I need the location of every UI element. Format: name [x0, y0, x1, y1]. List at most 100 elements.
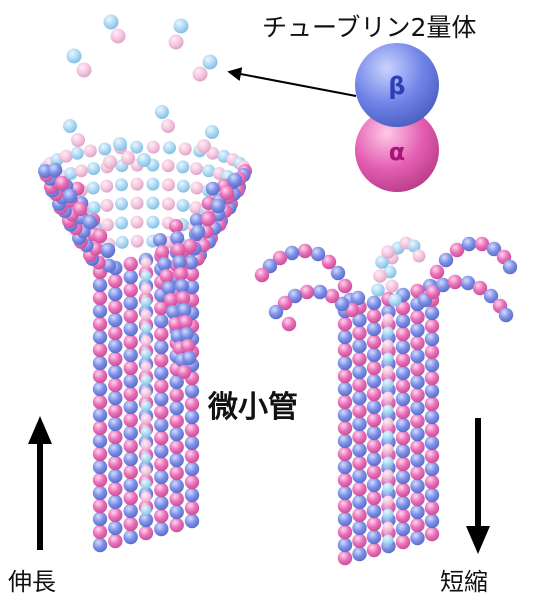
protofilament-subunit [367, 400, 381, 414]
protofilament-subunit [425, 371, 439, 385]
flare-back-subunit [147, 216, 160, 229]
back-wall-subunit [383, 418, 394, 429]
curling-back-subunit [381, 245, 395, 259]
back-wall-subunit [141, 466, 152, 477]
protofilament-subunit [396, 457, 410, 471]
dimer-title: チューブリン2量体 [262, 8, 476, 44]
protofilament-subunit [124, 530, 138, 544]
protofilament-subunit [139, 526, 153, 540]
protofilament-subunit [352, 547, 366, 561]
flare-back-subunit [163, 141, 176, 154]
edge-strand-subunit [228, 173, 243, 188]
protofilament-subunit [124, 400, 138, 414]
front-strand-subunit [153, 233, 167, 247]
protofilament-subunit [410, 349, 424, 363]
protofilament-subunit [338, 343, 352, 357]
free-beta-subunit [104, 15, 119, 30]
incoming-subunit [137, 153, 151, 167]
protofilament-subunit [154, 340, 168, 354]
protofilament-subunit [124, 283, 138, 297]
protofilament-subunit [185, 449, 199, 463]
edge-strand-subunit [101, 243, 116, 258]
protofilament-subunit [93, 356, 107, 370]
back-wall-subunit [383, 405, 394, 416]
protofilament-subunit [154, 470, 168, 484]
free-alpha-subunit [111, 29, 126, 44]
protofilament-subunit [425, 319, 439, 333]
protofilament-subunit [338, 382, 352, 396]
protofilament-subunit [338, 408, 352, 422]
protofilament-subunit [154, 418, 168, 432]
protofilament-subunit [108, 404, 122, 418]
free-alpha-subunit [169, 35, 184, 50]
back-wall-subunit [383, 379, 394, 390]
shrink-label: 短縮 [440, 562, 488, 597]
protofilament-subunit [352, 339, 366, 353]
protofilament-subunit [124, 413, 138, 427]
protofilament-subunit [338, 499, 352, 513]
curling-back-subunit [371, 283, 385, 297]
front-strand-subunit [170, 231, 184, 245]
flare-back-subunit [131, 197, 144, 210]
front-strand-subunit [180, 327, 194, 341]
protofilament-subunit [108, 508, 122, 522]
protofilament-subunit [93, 486, 107, 500]
protofilament-subunit [154, 366, 168, 380]
protofilament-subunit [93, 538, 107, 552]
protofilament-subunit [124, 426, 138, 440]
protofilament-subunit [425, 475, 439, 489]
protofilament-subunit [154, 496, 168, 510]
protofilament-subunit [338, 395, 352, 409]
flare-back-subunit [84, 144, 97, 157]
protofilament-subunit [425, 488, 439, 502]
incoming-subunit [113, 137, 127, 151]
protofilament-subunit [93, 395, 107, 409]
back-wall-subunit [141, 479, 152, 490]
protofilament-subunit [410, 440, 424, 454]
protofilament-subunit [124, 504, 138, 518]
protofilament-subunit [396, 405, 410, 419]
protofilament-subunit [338, 486, 352, 500]
front-strand-subunit [174, 267, 188, 281]
protofilament-subunit [410, 453, 424, 467]
protofilament-subunit [93, 382, 107, 396]
flare-back-subunit [71, 147, 84, 160]
protofilament-subunit [170, 453, 184, 467]
protofilament-subunit [124, 439, 138, 453]
protofilament-subunit [396, 327, 410, 341]
edge-strand-subunit [73, 202, 88, 217]
protofilament-subunit [124, 322, 138, 336]
flare-back-subunit [131, 235, 144, 248]
protofilament-subunit [367, 478, 381, 492]
curling-back-subunit [373, 269, 387, 283]
protofilament-subunit [93, 291, 107, 305]
protofilament-subunit [425, 332, 439, 346]
back-wall-subunit [383, 327, 394, 338]
protofilament-subunit [170, 492, 184, 506]
protofilament-subunit [338, 330, 352, 344]
flare-back-subunit [116, 236, 129, 249]
protofilament-subunit [108, 365, 122, 379]
protofilament-subunit [154, 327, 168, 341]
protofilament-subunit [185, 410, 199, 424]
shrink-arrow [466, 418, 490, 554]
protofilament-subunit [93, 317, 107, 331]
back-wall-subunit [383, 457, 394, 468]
flare-back-subunit [98, 143, 111, 156]
edge-strand-subunit [191, 225, 206, 240]
protofilament-subunit [338, 421, 352, 435]
tubulin-dimer: β α [355, 43, 439, 192]
flare-back-subunit [179, 143, 192, 156]
protofilament-subunit [185, 475, 199, 489]
protofilament-subunit [124, 491, 138, 505]
incoming-subunit [205, 125, 219, 139]
protofilament-subunit [108, 417, 122, 431]
protofilament-subunit [425, 410, 439, 424]
protofilament-subunit [367, 517, 381, 531]
protofilament-subunit [108, 313, 122, 327]
curling-subunit [499, 308, 513, 322]
protofilament-subunit [124, 348, 138, 362]
protofilament-subunit [108, 430, 122, 444]
protofilament-subunit [396, 379, 410, 393]
flare-back-subunit [190, 182, 203, 195]
